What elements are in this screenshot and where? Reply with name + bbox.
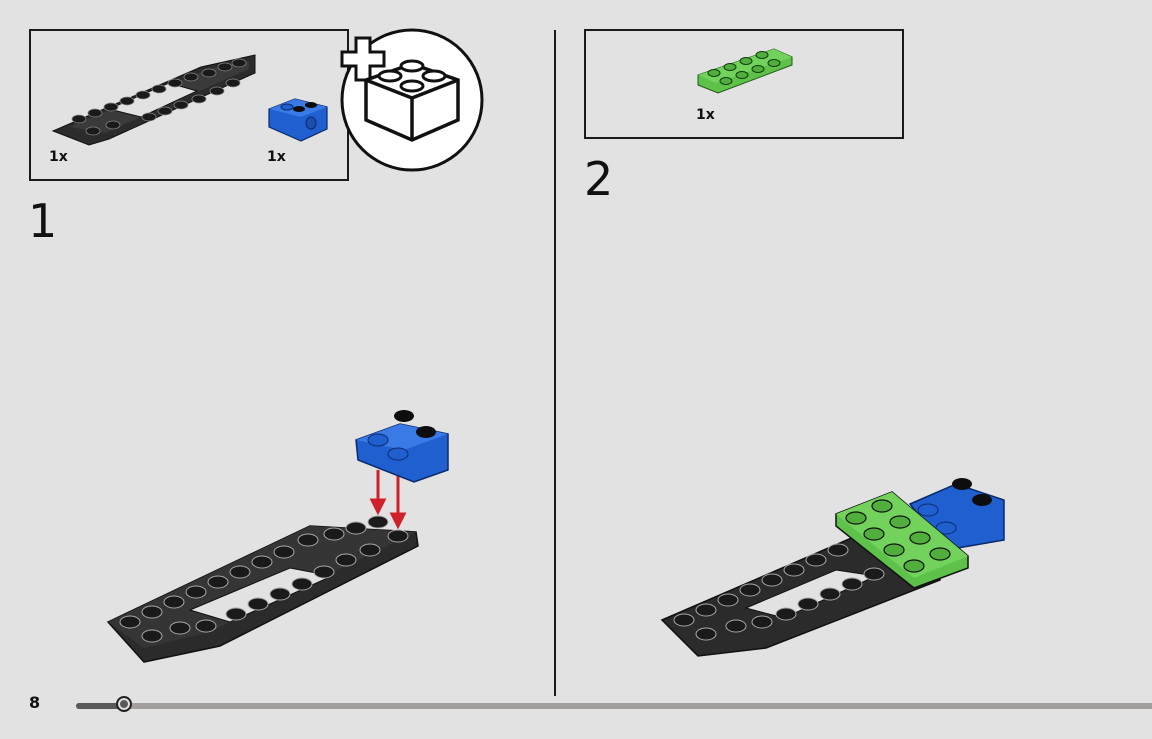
part-quantity: 1x (267, 149, 286, 165)
step-2-parts-callout: 1x (584, 29, 904, 139)
progress-track (76, 703, 1152, 709)
progress-knob-icon (116, 696, 132, 712)
part-quantity: 1x (696, 107, 715, 123)
green-plate-icon (697, 48, 793, 94)
progress-fill (76, 703, 126, 709)
step-divider (554, 30, 556, 696)
blue-technic-brick-icon (268, 98, 328, 142)
step-1-parts-callout: 1x 1x (29, 29, 349, 181)
step-2-assembly-illustration (660, 478, 1005, 657)
part-quantity: 1x (49, 149, 68, 165)
plus-brick-icon (340, 28, 484, 172)
black-frame-plate-icon (51, 54, 256, 146)
step-number: 1 (28, 194, 58, 248)
step-1-assembly-illustration (106, 410, 449, 663)
step-number: 2 (584, 152, 614, 206)
page-number: 8 (29, 693, 41, 712)
